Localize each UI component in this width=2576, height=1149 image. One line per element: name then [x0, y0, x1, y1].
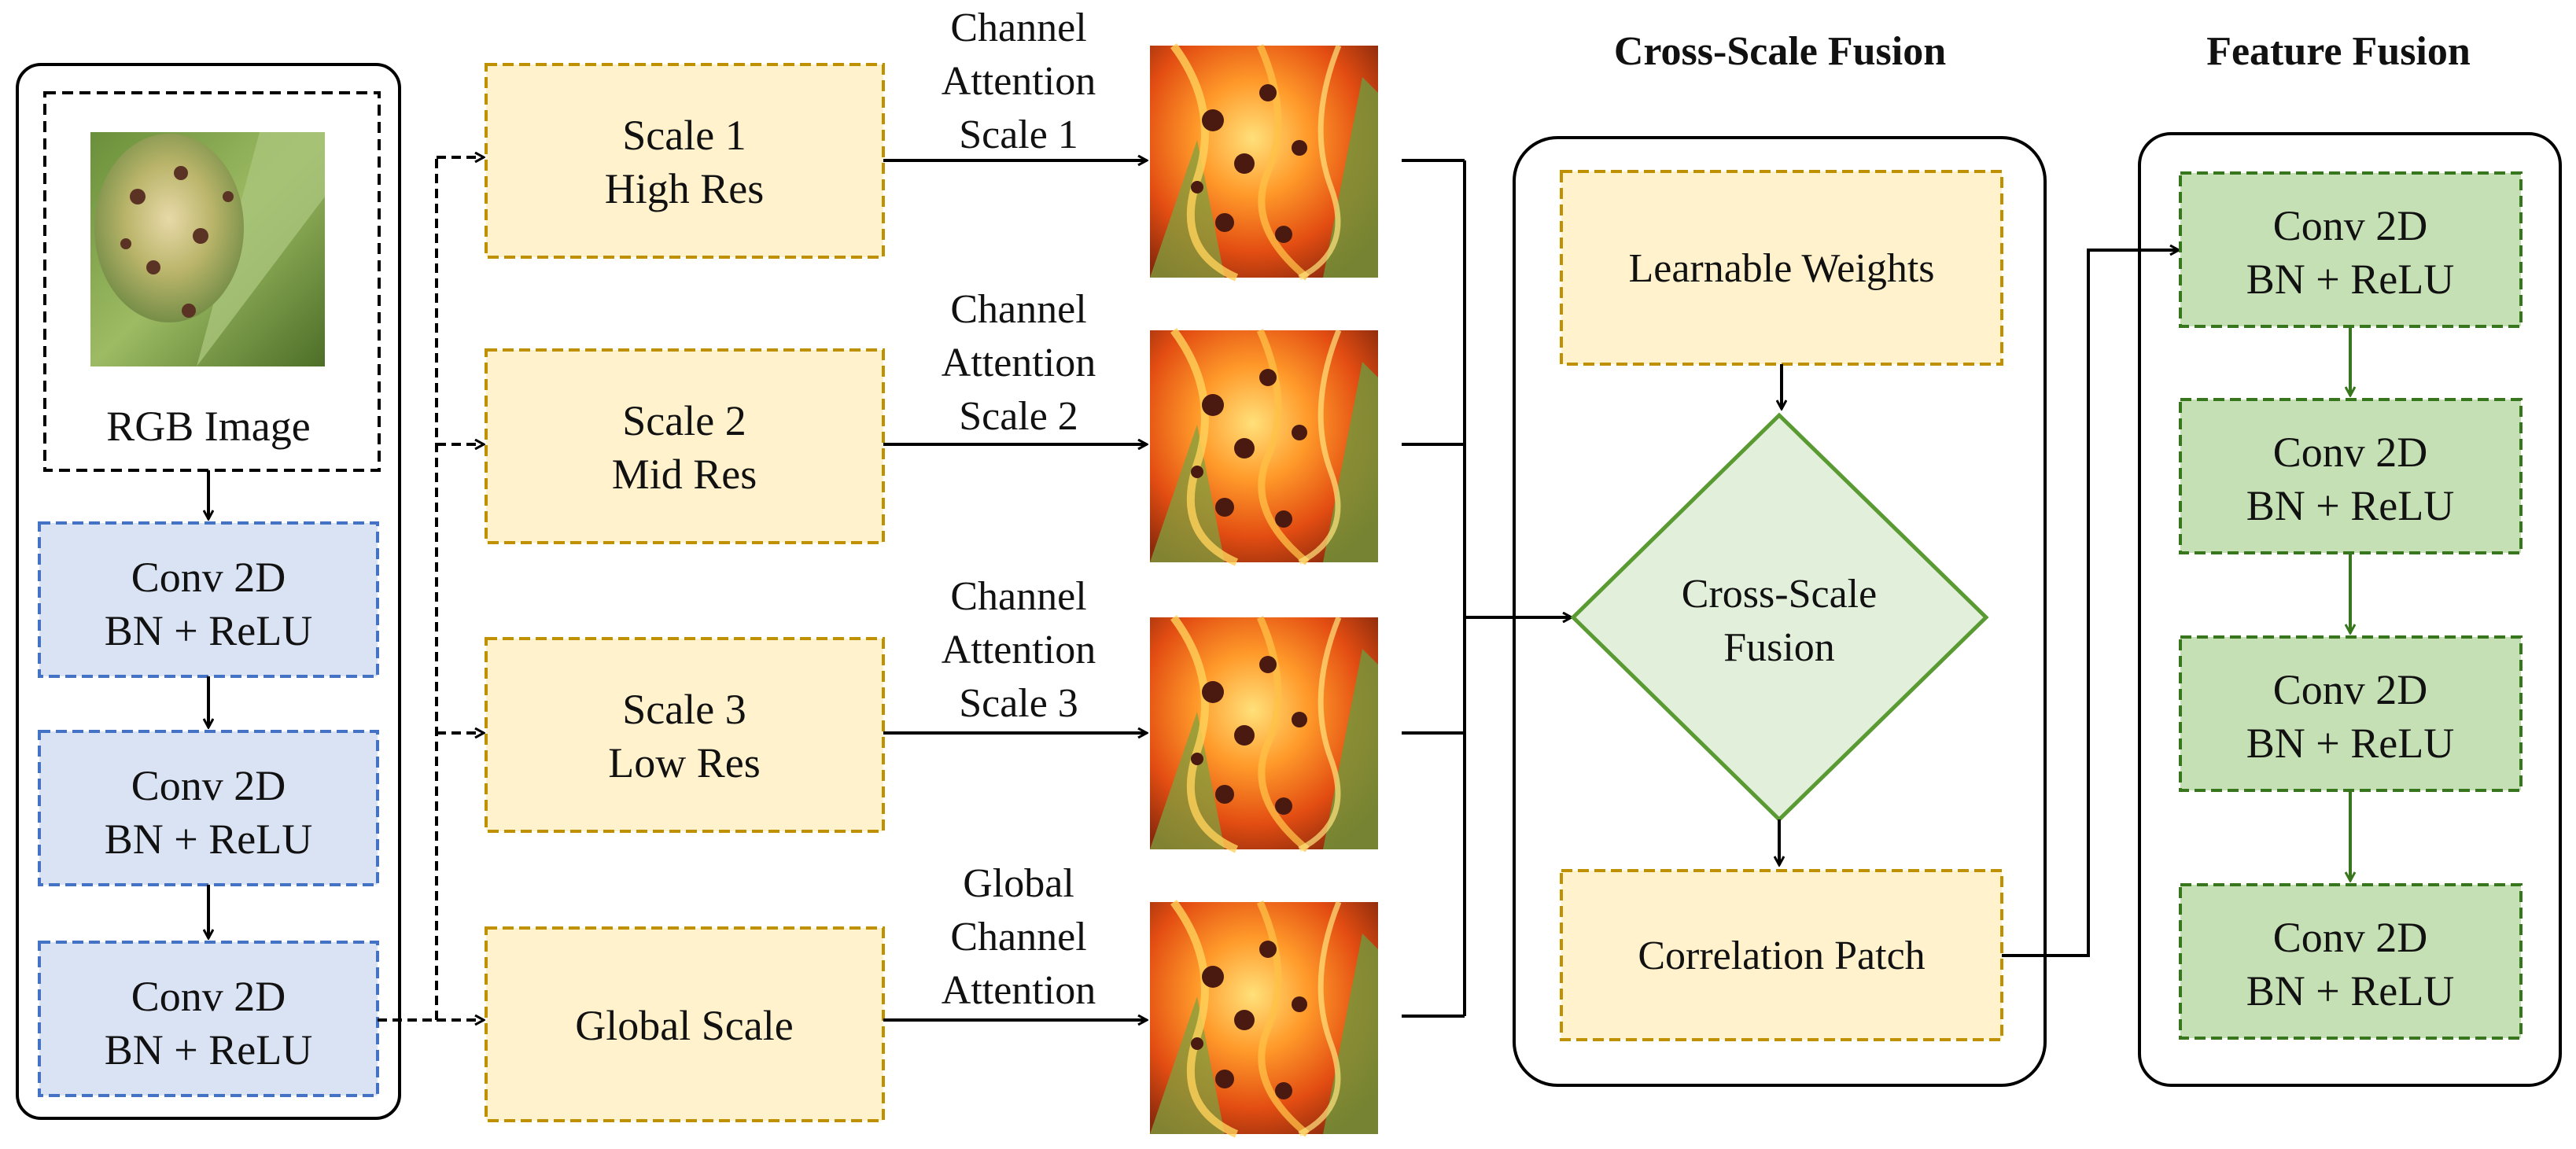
svg-text:Scale 2: Scale 2 [622, 397, 746, 444]
svg-text:Conv 2D: Conv 2D [2273, 202, 2428, 249]
svg-text:BN + ReLU: BN + ReLU [105, 816, 312, 863]
learnable-weights-box: Learnable Weights [1560, 170, 2003, 366]
feature-fusion-panel [2138, 132, 2562, 1087]
svg-text:High Res: High Res [605, 165, 765, 212]
feature-conv-block-2: Conv 2D BN + ReLU [2179, 398, 2523, 554]
svg-text:Conv 2D: Conv 2D [2273, 429, 2428, 476]
attention-label-3: Channel Attention Scale 3 [942, 574, 1096, 726]
correlation-patch-box: Correlation Patch [1560, 869, 2003, 1041]
scale-box-3: Scale 3 Low Res [485, 637, 885, 833]
svg-text:Cross-Scale: Cross-Scale [1682, 572, 1877, 617]
svg-text:BN + ReLU: BN + ReLU [105, 607, 312, 654]
svg-text:Scale 1: Scale 1 [959, 112, 1078, 157]
scale-box-2: Scale 2 Mid Res [485, 348, 885, 544]
svg-text:BN + ReLU: BN + ReLU [2246, 967, 2454, 1015]
feature-map-scale-1 [1150, 46, 1378, 278]
svg-text:Conv 2D: Conv 2D [131, 554, 286, 601]
svg-text:Conv 2D: Conv 2D [131, 973, 286, 1020]
feature-conv-block-1: Conv 2D BN + ReLU [2179, 171, 2523, 328]
svg-text:Scale 3: Scale 3 [959, 681, 1078, 726]
svg-text:Conv 2D: Conv 2D [2273, 914, 2428, 961]
rgb-image-label: RGB Image [106, 403, 310, 450]
svg-text:Global Scale: Global Scale [575, 1002, 793, 1049]
svg-text:Attention: Attention [942, 341, 1096, 385]
rgb-input-box [43, 91, 381, 472]
svg-text:Conv 2D: Conv 2D [2273, 666, 2428, 713]
attention-label-2: Channel Attention Scale 2 [942, 287, 1096, 439]
svg-text:Mid Res: Mid Res [612, 451, 757, 498]
svg-text:Attention: Attention [942, 628, 1096, 672]
svg-text:Fusion: Fusion [1723, 625, 1835, 670]
feature-fusion-title: Feature Fusion [2206, 29, 2471, 74]
feature-map-scale-2 [1150, 330, 1378, 562]
svg-text:Scale 1: Scale 1 [622, 112, 746, 159]
svg-text:Conv 2D: Conv 2D [131, 762, 286, 809]
feature-map-global [1150, 902, 1378, 1134]
cross-scale-fusion-title: Cross-Scale Fusion [1614, 29, 1946, 74]
attention-label-global: Global Channel Attention [942, 861, 1096, 1013]
attention-arrows [883, 160, 1147, 1020]
svg-text:Channel: Channel [950, 287, 1086, 332]
feature-map-scale-3 [1150, 617, 1378, 849]
svg-text:BN + ReLU: BN + ReLU [2246, 256, 2454, 303]
svg-text:Low Res: Low Res [608, 739, 760, 786]
svg-text:BN + ReLU: BN + ReLU [105, 1026, 312, 1074]
feature-conv-block-3: Conv 2D BN + ReLU [2179, 635, 2523, 792]
svg-text:Channel: Channel [950, 574, 1086, 619]
encoder-conv-block-2: Conv 2D BN + ReLU [38, 730, 379, 886]
svg-text:Channel: Channel [950, 6, 1086, 50]
patch-to-feature-fusion-arrow [2002, 250, 2179, 957]
feature-conv-block-4: Conv 2D BN + ReLU [2179, 883, 2523, 1040]
merge-connector [1402, 159, 1572, 1018]
encoder-conv-block-3: Conv 2D BN + ReLU [38, 941, 379, 1097]
scale-box-global: Global Scale [485, 926, 885, 1122]
svg-text:BN + ReLU: BN + ReLU [2246, 720, 2454, 767]
cross-scale-fusion-diamond: Cross-Scale Fusion [1570, 412, 1989, 823]
svg-text:BN + ReLU: BN + ReLU [2246, 482, 2454, 529]
svg-text:Scale 2: Scale 2 [959, 394, 1078, 439]
svg-text:Correlation Patch: Correlation Patch [1638, 934, 1925, 978]
svg-text:Learnable Weights: Learnable Weights [1628, 246, 1934, 291]
encoder-panel [16, 63, 401, 1120]
svg-text:Global: Global [963, 861, 1074, 906]
attention-label-1: Channel Attention Scale 1 [942, 6, 1096, 157]
scale-branch-lines [378, 157, 484, 1020]
cross-scale-panel [1513, 136, 2047, 1087]
encoder-conv-block-1: Conv 2D BN + ReLU [38, 521, 379, 678]
scale-box-1: Scale 1 High Res [485, 63, 885, 259]
svg-text:Channel: Channel [950, 915, 1086, 959]
svg-text:Scale 3: Scale 3 [622, 686, 746, 733]
svg-text:Attention: Attention [942, 968, 1096, 1013]
svg-text:Attention: Attention [942, 59, 1096, 104]
rgb-image [90, 132, 325, 366]
